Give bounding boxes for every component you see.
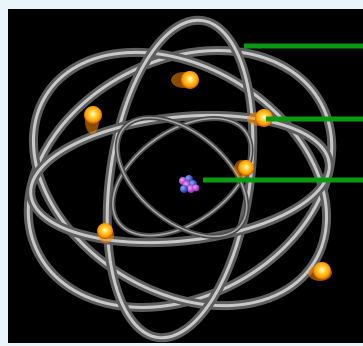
nucleus-neutron bbox=[180, 185, 188, 193]
orbit-rings bbox=[8, 9, 363, 343]
nucleus-proton bbox=[193, 185, 200, 192]
atom-diagram bbox=[8, 9, 363, 343]
electron bbox=[171, 71, 199, 89]
nucleus bbox=[179, 175, 200, 193]
diagram-canvas bbox=[8, 9, 363, 343]
orbit-ring-outer-2 bbox=[8, 9, 363, 343]
